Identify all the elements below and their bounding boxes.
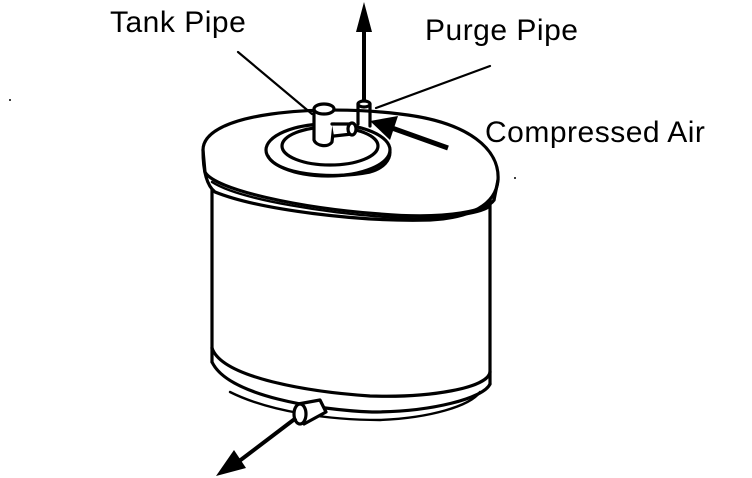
purge-pipe bbox=[356, 99, 372, 128]
speck bbox=[9, 99, 11, 101]
upward-arrow bbox=[356, 2, 372, 100]
speck bbox=[514, 177, 516, 179]
outlet-arrow bbox=[216, 416, 298, 476]
compressed-air-arrow bbox=[370, 116, 449, 151]
tank-pipe-label: Tank Pipe bbox=[110, 6, 247, 39]
tank-pipe-leader bbox=[236, 50, 314, 116]
bottom-outlet-pipe bbox=[292, 398, 328, 426]
purge-pipe-label: Purge Pipe bbox=[425, 14, 579, 47]
compressed-air-label: Compressed Air bbox=[485, 116, 706, 149]
purge-pipe-leader bbox=[374, 64, 492, 110]
canister-body bbox=[210, 170, 492, 422]
tank-pipe bbox=[312, 102, 358, 148]
